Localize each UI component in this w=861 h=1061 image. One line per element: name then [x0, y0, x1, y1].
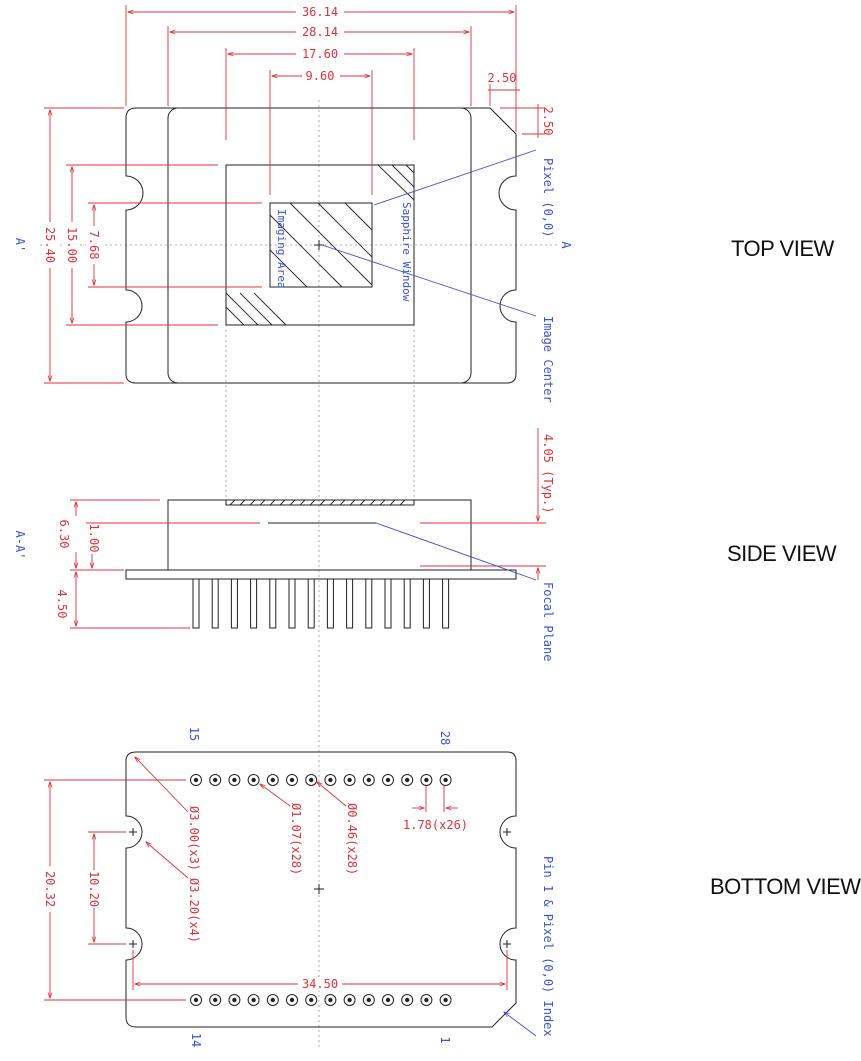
left-dimensions-top: 25.40 15.00 7.68 [42, 107, 262, 384]
dim-1-00: 1.00 [87, 524, 101, 553]
section-a: A [559, 241, 573, 249]
pin-top-center-5 [270, 777, 275, 783]
package-outline-top [125, 107, 517, 384]
imaging-area-label: Imaging Area [275, 209, 288, 288]
pin-top-center-4 [251, 777, 256, 783]
pin-top-center-11 [385, 777, 391, 783]
pin-row-bottom [190, 994, 452, 1006]
pin-top-center-9 [347, 777, 352, 783]
pin-label-14: 14 [189, 1033, 203, 1047]
dim-28-14: 28.14 [302, 25, 338, 39]
window-hatch [225, 164, 415, 326]
dim-20-32: 20.32 [43, 871, 57, 907]
pin-bottom-center-11 [385, 997, 391, 1003]
pin-bottom-center-9 [347, 997, 352, 1003]
mount-hole-centers [129, 828, 511, 948]
pin-bottom-center-6 [289, 997, 295, 1003]
pin-bottom-center-5 [270, 997, 275, 1003]
sapphire-window [225, 164, 415, 326]
pin-bottom-center-1 [193, 997, 199, 1003]
side-flange [125, 569, 517, 580]
pin-top-center-14 [443, 777, 448, 783]
dim-4-50: 4.50 [55, 590, 69, 619]
pin-bottom-center-10 [366, 997, 371, 1003]
side-view-title: SIDE VIEW [727, 541, 837, 566]
top-view: 36.14 28.14 17.60 9.60 2.50 2.50 [13, 5, 573, 1050]
pin-bottom-center-2 [213, 997, 218, 1003]
pin-bottom-center-4 [251, 997, 256, 1003]
pin-top-center-13 [424, 777, 429, 783]
dim-pitch: 1.78(x26) [403, 818, 468, 832]
side-pin-12 [403, 578, 411, 629]
dim-hole-3-20: Ø3.20(x4) [187, 878, 201, 943]
side-view: 6.30 1.00 4.50 4.05 (Typ.) A-A' Focal Pl… [13, 330, 555, 661]
pin-bottom-center-8 [328, 997, 333, 1003]
dim-15-00: 15.00 [65, 227, 79, 263]
side-pin-10 [365, 578, 373, 629]
pin-top-center-2 [213, 777, 218, 783]
side-pin-8 [326, 578, 334, 629]
pixel-00-label: Pixel (0,0) [541, 158, 555, 237]
focal-plane-label: Focal Plane [541, 582, 555, 661]
dim-corner-x: 2.50 [488, 71, 517, 85]
dim-4-05: 4.05 (Typ.) [541, 434, 555, 513]
dim-25-40: 25.40 [43, 227, 57, 263]
pin-row-top [190, 774, 452, 786]
dim-9-60: 9.60 [306, 69, 335, 83]
dim-34-50: 34.50 [302, 977, 338, 991]
image-center-label: Image Center [541, 316, 555, 403]
side-pin-1 [192, 578, 200, 629]
pin-label-28: 28 [438, 731, 452, 745]
pin-top-center-1 [193, 777, 199, 783]
pin-bottom-center-12 [405, 997, 410, 1003]
side-pin-6 [288, 578, 296, 629]
pin-top-center-10 [366, 777, 371, 783]
side-pin-4 [250, 578, 258, 629]
pin-top-center-3 [232, 777, 237, 783]
section-a-prime: A' [13, 238, 27, 252]
pin-bottom-center-7 [309, 997, 314, 1003]
pin-top-center-12 [405, 777, 410, 783]
dim-pin-0-46: Ø0.46(x28) [345, 803, 359, 875]
top-view-title: TOP VIEW [731, 236, 834, 261]
side-pin-14 [442, 578, 450, 629]
dim-corner-y: 2.50 [541, 107, 555, 136]
dim-7-68: 7.68 [87, 231, 101, 260]
pin-bottom-center-14 [443, 997, 448, 1003]
side-pin-2 [211, 578, 219, 629]
bottom-view-title: BOTTOM VIEW [710, 874, 861, 899]
pin-label-15: 15 [187, 727, 201, 741]
side-pin-7 [307, 578, 315, 629]
pin-label-1: 1 [438, 1036, 452, 1043]
dim-10-20: 10.20 [87, 871, 101, 907]
side-pins [192, 578, 450, 629]
bottom-view: 15 28 14 1 Ø3.00(x3) Ø3.20(x4) Ø1.07(x28… [42, 727, 555, 1047]
dim-36-14: 36.14 [302, 5, 338, 19]
dim-6-30: 6.30 [57, 520, 71, 549]
pin-top-center-7 [309, 777, 314, 783]
side-pin-11 [384, 578, 392, 629]
side-pin-3 [230, 578, 238, 629]
pin-bottom-center-3 [232, 997, 237, 1003]
body-outline [167, 107, 472, 384]
side-body [167, 499, 472, 571]
pin-bottom-center-13 [424, 997, 429, 1003]
dim-17-60: 17.60 [302, 47, 338, 61]
sapphire-window-label: Sapphire Window [400, 202, 413, 302]
side-pin-13 [422, 578, 430, 629]
pin1-index-label: Pin 1 & Pixel (0,0) Index [541, 856, 555, 1037]
side-pin-5 [269, 578, 277, 629]
package-outline-bottom [125, 751, 517, 1028]
dim-hole-3-00: Ø3.00(x3) [187, 806, 201, 871]
side-pin-9 [346, 578, 354, 629]
top-dimensions: 36.14 28.14 17.60 9.60 2.50 2.50 [125, 5, 555, 195]
pin-top-center-8 [328, 777, 333, 783]
pin-top-center-6 [289, 777, 295, 783]
dim-pin-1-07: Ø1.07(x28) [289, 803, 303, 875]
section-a-a-prime: A-A' [13, 531, 27, 560]
imaging-area [269, 202, 373, 288]
